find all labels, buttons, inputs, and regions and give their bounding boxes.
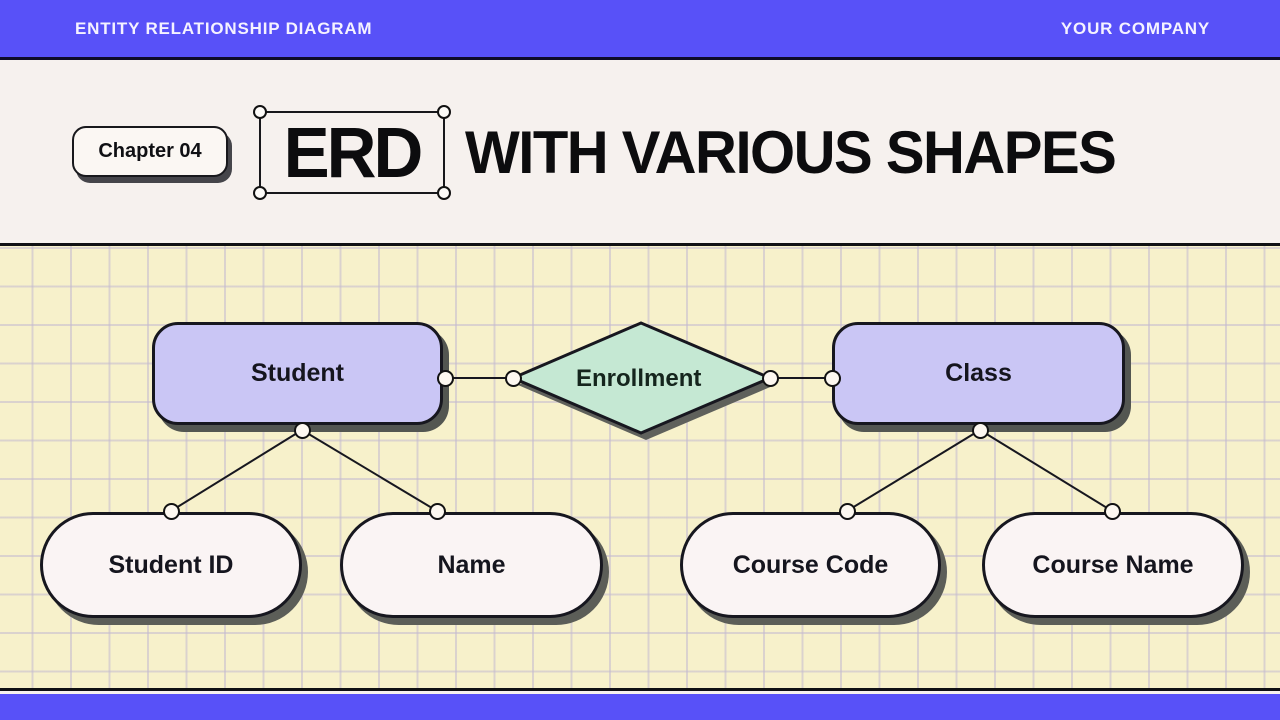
- connection-point-enrollment-right[interactable]: [761, 369, 779, 387]
- connection-point-studentid-top[interactable]: [162, 502, 180, 520]
- entity-class-label: Class: [945, 359, 1012, 387]
- page-title: ERD WITH VARIOUS SHAPES: [253, 105, 1117, 200]
- attribute-student-id[interactable]: Student ID: [40, 512, 302, 618]
- attribute-course-name-label: Course Name: [1032, 550, 1194, 579]
- attribute-course-name[interactable]: Course Name: [982, 512, 1244, 618]
- selection-handle-bottom-left[interactable]: [253, 186, 267, 200]
- connection-point-student-bottom[interactable]: [293, 421, 311, 439]
- connector-class-coursename: [979, 429, 1113, 512]
- top-bar: ENTITY RELATIONSHIP DIAGRAM YOUR COMPANY: [0, 0, 1280, 60]
- connection-point-enrollment-left[interactable]: [504, 369, 522, 387]
- title-rest-text: WITH VARIOUS SHAPES: [465, 118, 1117, 186]
- connection-point-coursename-top[interactable]: [1103, 502, 1121, 520]
- connector-student-name: [301, 429, 438, 512]
- title-highlight-text: ERD: [283, 112, 424, 193]
- bottom-bar: [0, 694, 1280, 720]
- connection-point-student-right[interactable]: [436, 369, 454, 387]
- chapter-badge[interactable]: Chapter 04: [72, 126, 228, 177]
- selection-handle-top-right[interactable]: [437, 105, 451, 119]
- selection-handle-bottom-right[interactable]: [437, 186, 451, 200]
- attribute-course-code[interactable]: Course Code: [680, 512, 941, 618]
- entity-student[interactable]: Student: [152, 322, 443, 425]
- selection-handle-top-left[interactable]: [253, 105, 267, 119]
- relationship-enrollment-label: Enrollment: [576, 365, 702, 392]
- connection-point-name-top[interactable]: [428, 502, 446, 520]
- attribute-student-id-label: Student ID: [108, 550, 234, 579]
- attribute-name-label: Name: [437, 550, 506, 579]
- chapter-badge-label: Chapter 04: [98, 140, 202, 162]
- top-bar-right-label: YOUR COMPANY: [1060, 18, 1210, 38]
- attribute-course-code-label: Course Code: [732, 550, 889, 579]
- attribute-name[interactable]: Name: [340, 512, 603, 618]
- connection-point-class-bottom[interactable]: [971, 421, 989, 439]
- top-bar-left-label: ENTITY RELATIONSHIP DIAGRAM: [75, 18, 373, 38]
- connection-point-coursecode-top[interactable]: [838, 502, 856, 520]
- selected-text-box[interactable]: ERD: [253, 105, 451, 200]
- connector-class-coursecode: [846, 429, 981, 512]
- entity-student-label: Student: [250, 359, 345, 387]
- connector-student-studentid: [170, 429, 303, 512]
- diagram-canvas[interactable]: Student Class Enrollment Student ID Name…: [0, 246, 1280, 691]
- connection-point-class-left[interactable]: [823, 369, 841, 387]
- connector-lines-layer: [170, 321, 1113, 512]
- entity-class[interactable]: Class: [832, 322, 1125, 425]
- slide-header: Chapter 04 ERD WITH VARIOUS SHAPES: [0, 60, 1280, 246]
